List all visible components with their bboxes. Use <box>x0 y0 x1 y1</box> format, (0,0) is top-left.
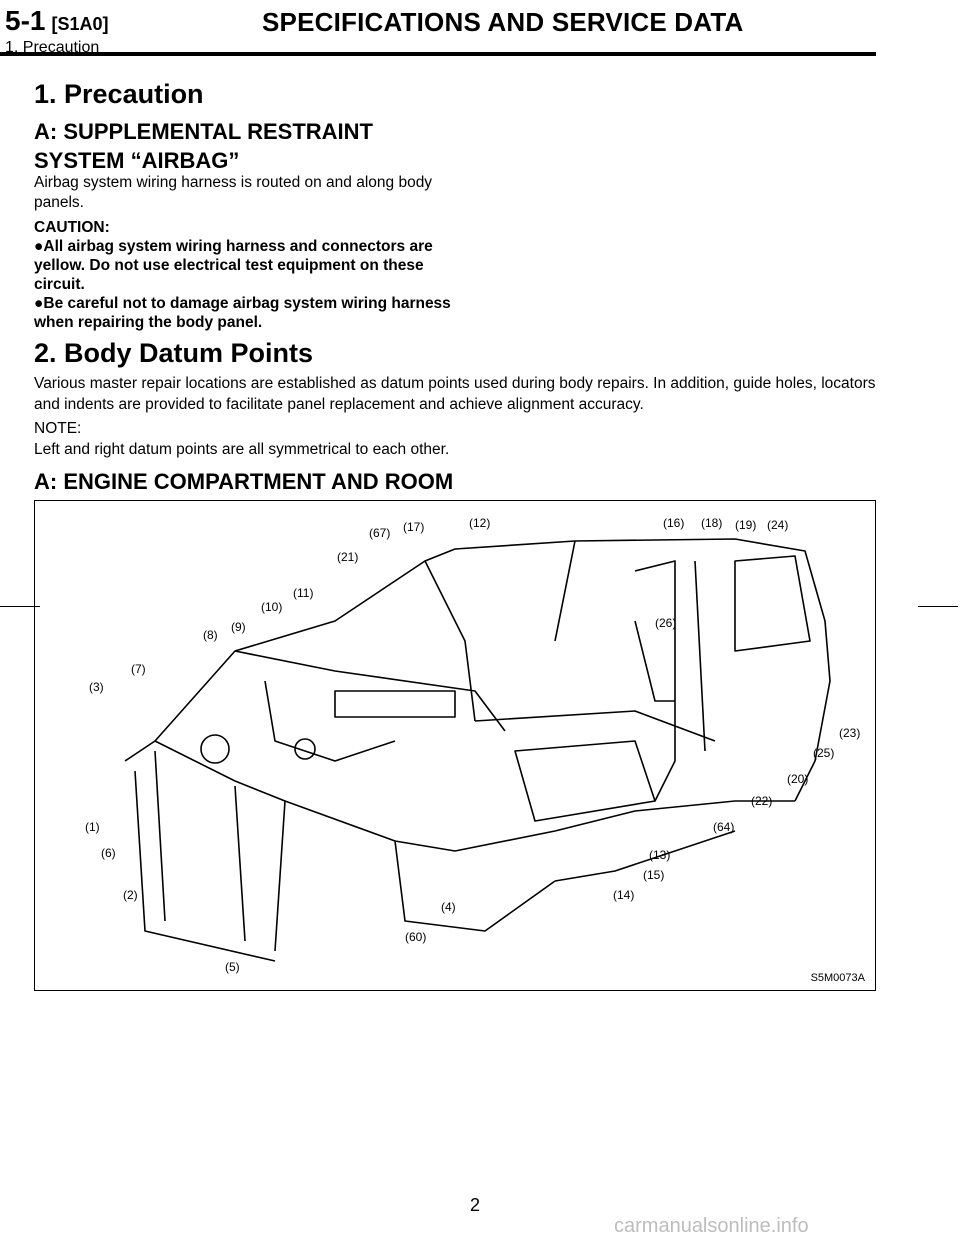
callout-label: (60) <box>405 930 426 944</box>
caution-block: CAUTION: ●All airbag system wiring harne… <box>34 218 454 332</box>
callout-label: (8) <box>203 628 218 642</box>
section-heading-precaution: 1. Precaution <box>34 79 204 109</box>
caution-item: ●Be careful not to damage airbag system … <box>34 294 454 332</box>
section-tag: [S1A0] <box>51 14 109 34</box>
watermark-text: carmanualsonline.info <box>614 1215 809 1237</box>
callout-label: (20) <box>787 772 808 786</box>
callout-label: (18) <box>701 516 722 530</box>
callout-label: (7) <box>131 662 146 676</box>
callout-label: (6) <box>101 846 116 860</box>
callout-label: (24) <box>767 518 788 532</box>
subheading-engine-compartment: A: ENGINE COMPARTMENT AND ROOM <box>34 469 454 494</box>
page-number: 2 <box>470 1195 481 1215</box>
callout-label: (19) <box>735 518 756 532</box>
body-datum-figure: (67) (17) (12) (16) (18) (19) (24) (21) … <box>34 500 876 991</box>
callout-label: (21) <box>337 550 358 564</box>
caution-label: CAUTION: <box>34 219 110 236</box>
caution-item: ●All airbag system wiring harness and co… <box>34 237 454 294</box>
callout-label: (11) <box>293 586 313 600</box>
callout-label: (16) <box>663 516 684 530</box>
callout-label: (26) <box>655 616 676 630</box>
callout-label: (13) <box>649 848 670 862</box>
car-body-illustration: (67) (17) (12) (16) (18) (19) (24) (21) … <box>85 516 860 974</box>
note-label: NOTE: <box>34 420 82 437</box>
callout-label: (1) <box>85 820 100 834</box>
crop-mark-left <box>0 606 40 607</box>
callout-label: (5) <box>225 960 240 974</box>
crop-mark-right <box>918 606 958 607</box>
airbag-body-text: Airbag system wiring harness is routed o… <box>34 174 433 211</box>
callout-label: (17) <box>403 520 424 534</box>
callout-label: (25) <box>813 746 834 760</box>
header-section: 5-1[S1A0] 1. Precaution <box>5 6 195 56</box>
subsection-label: 1. Precaution <box>5 39 100 56</box>
callout-label: (23) <box>839 726 860 740</box>
callout-label: (22) <box>751 794 772 808</box>
callout-label: (64) <box>713 820 734 834</box>
note-block: NOTE: Left and right datum points are al… <box>34 418 884 460</box>
datum-body-text: Various master repair locations are esta… <box>34 375 876 413</box>
callout-label: (4) <box>441 900 456 914</box>
header-rule <box>0 52 876 56</box>
callout-label: (9) <box>231 620 246 634</box>
bullet-icon: ● <box>34 295 44 312</box>
callout-label: (10) <box>261 600 282 614</box>
section-heading-datum-points: 2. Body Datum Points <box>34 338 314 368</box>
bullet-icon: ● <box>34 238 44 255</box>
section-code: 5-1[S1A0] <box>5 6 195 39</box>
callout-label: (67) <box>369 526 390 540</box>
callout-label: (15) <box>643 868 664 882</box>
page-title: SPECIFICATIONS AND SERVICE DATA <box>262 7 744 37</box>
section-number: 5-1 <box>5 5 46 36</box>
callout-label: (3) <box>89 680 104 694</box>
note-text: Left and right datum points are all symm… <box>34 441 450 458</box>
subheading-airbag: A: SUPPLEMENTAL RESTRAINT SYSTEM “AIRBAG… <box>34 119 373 173</box>
callout-label: (12) <box>469 516 490 530</box>
caution-item-text: Be careful not to damage airbag system w… <box>34 295 451 331</box>
figure-code: S5M0073A <box>810 972 865 984</box>
callout-label: (14) <box>613 888 634 902</box>
caution-item-text: All airbag system wiring harness and con… <box>34 238 433 293</box>
callout-label: (2) <box>123 888 138 902</box>
